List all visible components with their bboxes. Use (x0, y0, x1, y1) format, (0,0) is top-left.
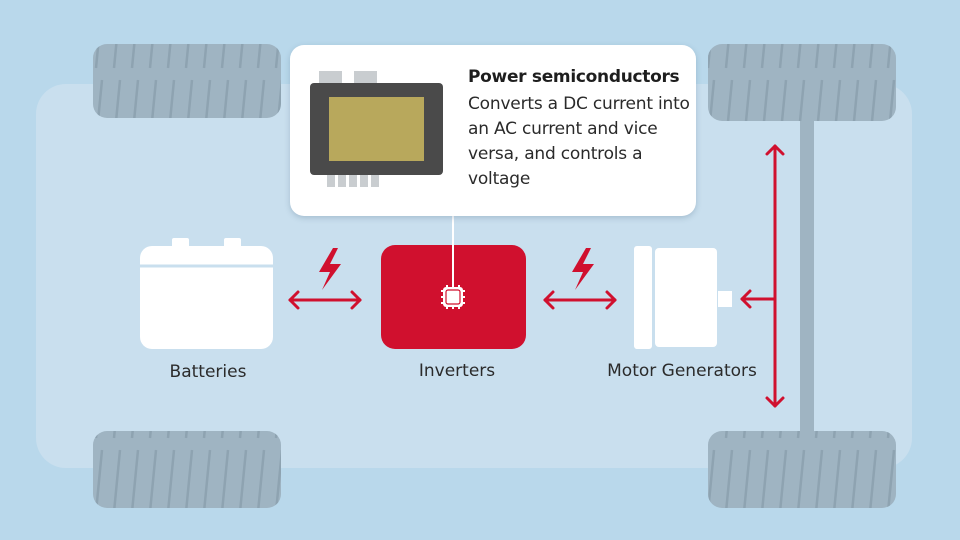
semiconductor-chip-icon (441, 285, 465, 309)
tire-rear-left (93, 431, 281, 508)
callout-description: Converts a DC current into an AC current… (468, 94, 690, 189)
power-semiconductor-callout: Power semiconductors Converts a DC curre… (290, 45, 696, 216)
double-arrow-icon (288, 290, 362, 310)
lightning-bolt-icon (572, 248, 594, 290)
motor-generator-icon (634, 246, 732, 349)
double-arrow-icon (543, 290, 617, 310)
batteries-label: Batteries (169, 362, 247, 382)
power-module-chip-icon (310, 71, 443, 187)
battery-icon (140, 238, 273, 349)
tire-rear-right (708, 431, 896, 508)
tire-front-left (93, 44, 281, 118)
lightning-bolt-icon (319, 248, 341, 290)
double-arrow-icon (740, 144, 785, 408)
callout-title: Power semiconductors (468, 67, 680, 87)
motor-generators-label: Motor Generators (607, 361, 757, 381)
inverters-label: Inverters (418, 361, 496, 381)
tire-front-right (708, 44, 896, 121)
axle-bar (800, 118, 814, 433)
